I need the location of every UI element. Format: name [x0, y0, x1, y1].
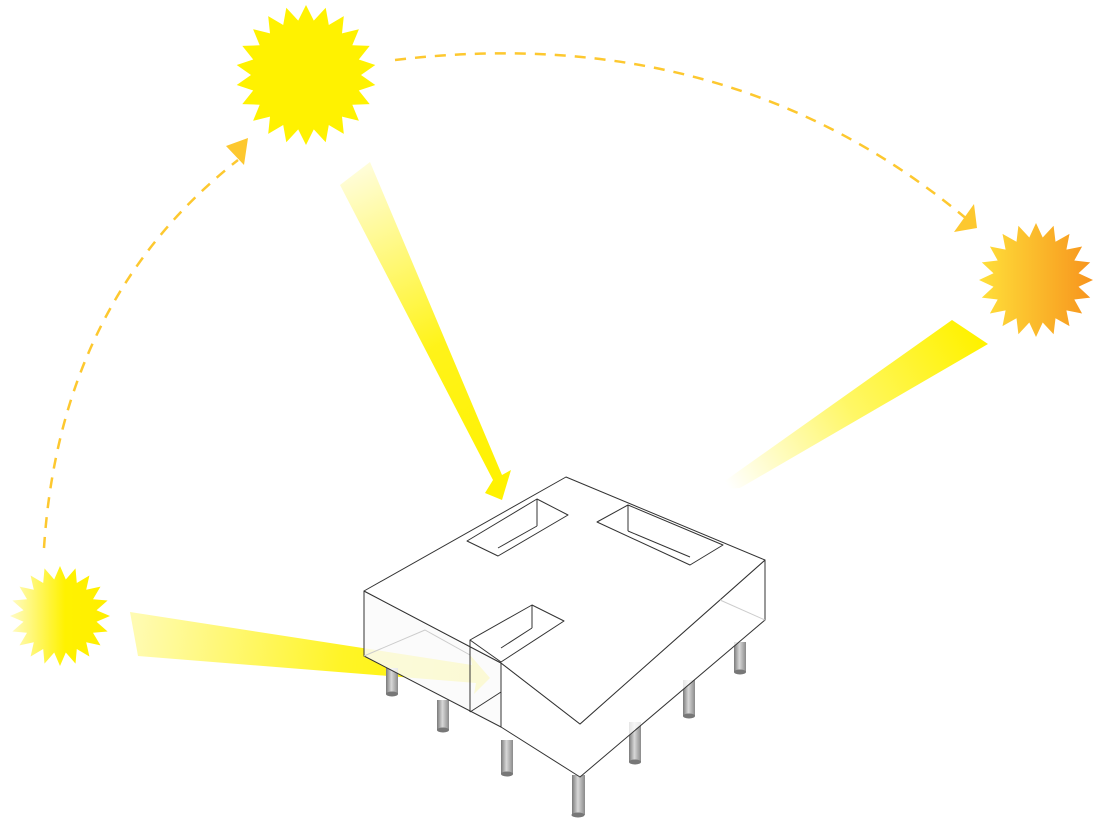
support-column-cap [683, 713, 695, 719]
building-hidden-edge [363, 629, 471, 657]
sun-path-arrowhead-up [226, 138, 248, 165]
suns [10, 5, 1093, 666]
support-columns [386, 642, 746, 818]
sun-path-arrowheads [226, 138, 977, 232]
courtyard-notch-front [469, 604, 565, 663]
support-column [437, 700, 449, 730]
support-column-cap [501, 771, 513, 777]
support-column-cap [437, 727, 449, 733]
light-ray-arrow-noon [340, 162, 511, 500]
courtyard-notch-edge [500, 627, 533, 649]
sun-icon-morning [10, 566, 110, 666]
sun-icon-evening [979, 223, 1093, 337]
support-column-cap [734, 669, 746, 675]
support-column-cap [571, 812, 585, 818]
courtyard-notch-edge [497, 525, 538, 549]
sun-path-morning-to-noon [42, 159, 239, 549]
sun-path-arrowhead-right [954, 204, 977, 232]
sun-path-noon-to-evening [394, 52, 969, 221]
courtyard-notch-edge [627, 530, 691, 558]
courtyard-notch-back-left [466, 498, 569, 557]
support-column [734, 642, 746, 672]
light-ray-arrow-evening [712, 320, 988, 490]
support-column [501, 740, 513, 774]
support-column [683, 680, 695, 716]
support-column-cap [629, 759, 641, 765]
sun-path [42, 52, 969, 549]
building-hidden-edge [719, 599, 766, 621]
support-column-cap [386, 691, 398, 697]
support-column [572, 775, 585, 815]
support-column [386, 668, 398, 694]
building-volume [363, 476, 766, 778]
courtyard-notch-edge [469, 691, 502, 713]
sun-icon-noon [236, 5, 376, 145]
